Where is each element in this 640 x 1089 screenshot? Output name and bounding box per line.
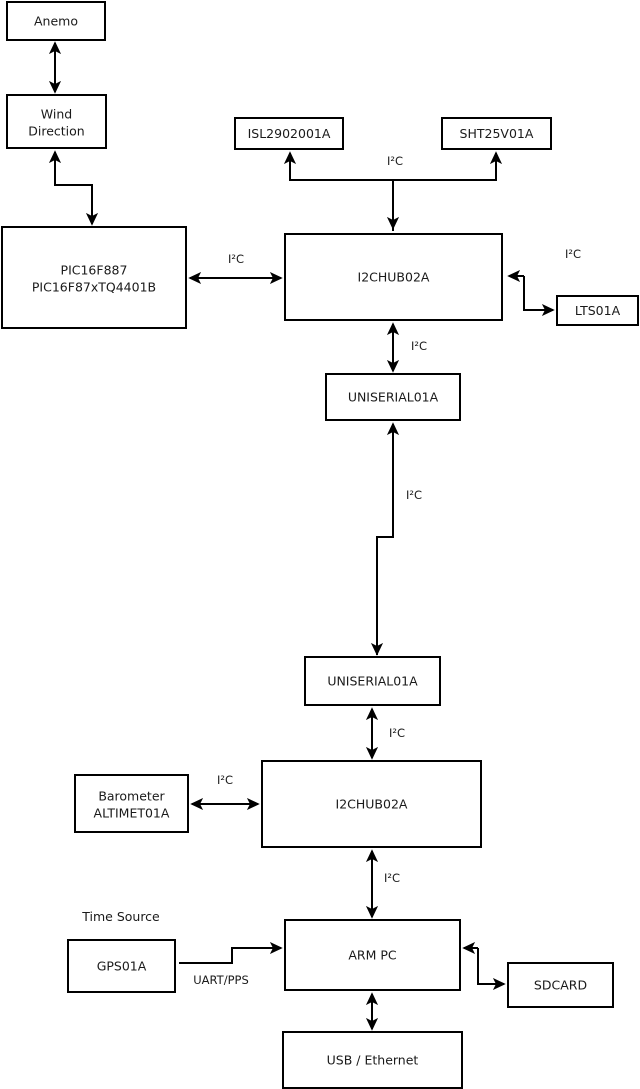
lbl-uniserial-hub: I²C: [389, 726, 405, 740]
lbl-gps-armpc: UART/PPS: [193, 973, 249, 987]
connector-wind-pic: [48, 150, 93, 224]
node-uniserial_top[interactable]: UNISERIAL01A: [325, 373, 461, 421]
node-label2-pic: PIC16F87xTQ4401B: [32, 280, 156, 295]
connector-bus-sht: [393, 151, 503, 181]
lbl-pic-hub: I²C: [228, 252, 244, 266]
node-box-usbeth[interactable]: [282, 1031, 463, 1089]
node-box-isl[interactable]: [234, 117, 344, 150]
node-label2-barometer: ALTIMET01A: [94, 806, 170, 821]
lbl-hub-sensors: I²C: [387, 154, 403, 168]
node-uniserial_bot[interactable]: UNISERIAL01A: [304, 656, 441, 706]
node-isl[interactable]: ISL2902001A: [234, 117, 344, 150]
node-label2-wind: Direction: [28, 124, 84, 139]
node-box-gps[interactable]: [67, 939, 176, 993]
node-box-wind[interactable]: [6, 94, 107, 149]
node-gps[interactable]: GPS01A: [67, 939, 176, 993]
node-label-hub_bot: I2CHUB02A: [336, 797, 408, 812]
node-lts[interactable]: LTS01A: [556, 295, 639, 326]
node-box-pic[interactable]: [1, 226, 187, 329]
node-sht[interactable]: SHT25V01A: [441, 117, 552, 150]
node-label-sdcard: SDCARD: [534, 978, 587, 993]
node-box-sht[interactable]: [441, 117, 552, 150]
connector-armpc-sdcard-out: [477, 948, 506, 991]
node-hub_top[interactable]: I2CHUB02A: [284, 233, 503, 321]
node-armpc[interactable]: ARM PC: [284, 919, 461, 991]
node-anemo[interactable]: Anemo: [6, 1, 106, 41]
node-label-usbeth: USB / Ethernet: [327, 1053, 419, 1068]
node-box-anemo[interactable]: [6, 1, 106, 41]
lbl-hub-armpc: I²C: [384, 871, 400, 885]
node-box-lts[interactable]: [556, 295, 639, 326]
node-box-hub_bot[interactable]: [261, 760, 482, 848]
node-box-armpc[interactable]: [284, 919, 461, 991]
node-sdcard[interactable]: SDCARD: [507, 962, 614, 1008]
node-hub_bot[interactable]: I2CHUB02A: [261, 760, 482, 848]
free-label-layer: Time Source: [81, 909, 160, 924]
lbl-hub-lts: I²C: [565, 247, 581, 261]
node-label-lts: LTS01A: [575, 303, 621, 318]
node-label-hub_top: I2CHUB02A: [358, 270, 430, 285]
node-usbeth[interactable]: USB / Ethernet: [282, 1031, 463, 1089]
node-box-barometer[interactable]: [74, 774, 189, 833]
node-label-gps: GPS01A: [97, 959, 147, 974]
time-source-caption: Time Source: [81, 909, 160, 924]
connector-hubtop-lts-out: [523, 276, 555, 317]
lbl-baro-hub: I²C: [217, 773, 233, 787]
node-label-pic: PIC16F887: [61, 263, 128, 278]
node-label-anemo: Anemo: [34, 14, 78, 29]
node-label-sht: SHT25V01A: [460, 126, 534, 141]
node-label-barometer: Barometer: [98, 789, 165, 804]
edge-label-layer: I²C I²C I²C I²C I²C I²C I²C I²C UART/PPS: [193, 154, 581, 987]
connector-layer: [48, 41, 555, 1031]
node-box-uniserial_bot[interactable]: [304, 656, 441, 706]
node-label-uniserial_top: UNISERIAL01A: [348, 390, 439, 405]
node-label-wind: Wind: [41, 107, 72, 122]
node-box-uniserial_top[interactable]: [325, 373, 461, 421]
node-box-sdcard[interactable]: [507, 962, 614, 1008]
connector-uniserial-link-up: [376, 422, 400, 655]
node-label-armpc: ARM PC: [348, 948, 397, 963]
connector-bus-isl: [283, 151, 393, 181]
connector-gps-armpc: [179, 941, 283, 964]
node-label-isl: ISL2902001A: [248, 126, 331, 141]
lbl-uniserial-link: I²C: [406, 488, 422, 502]
node-box-hub_top[interactable]: [284, 233, 503, 321]
node-label-uniserial_bot: UNISERIAL01A: [327, 674, 418, 689]
lbl-hub-uniserial: I²C: [411, 339, 427, 353]
